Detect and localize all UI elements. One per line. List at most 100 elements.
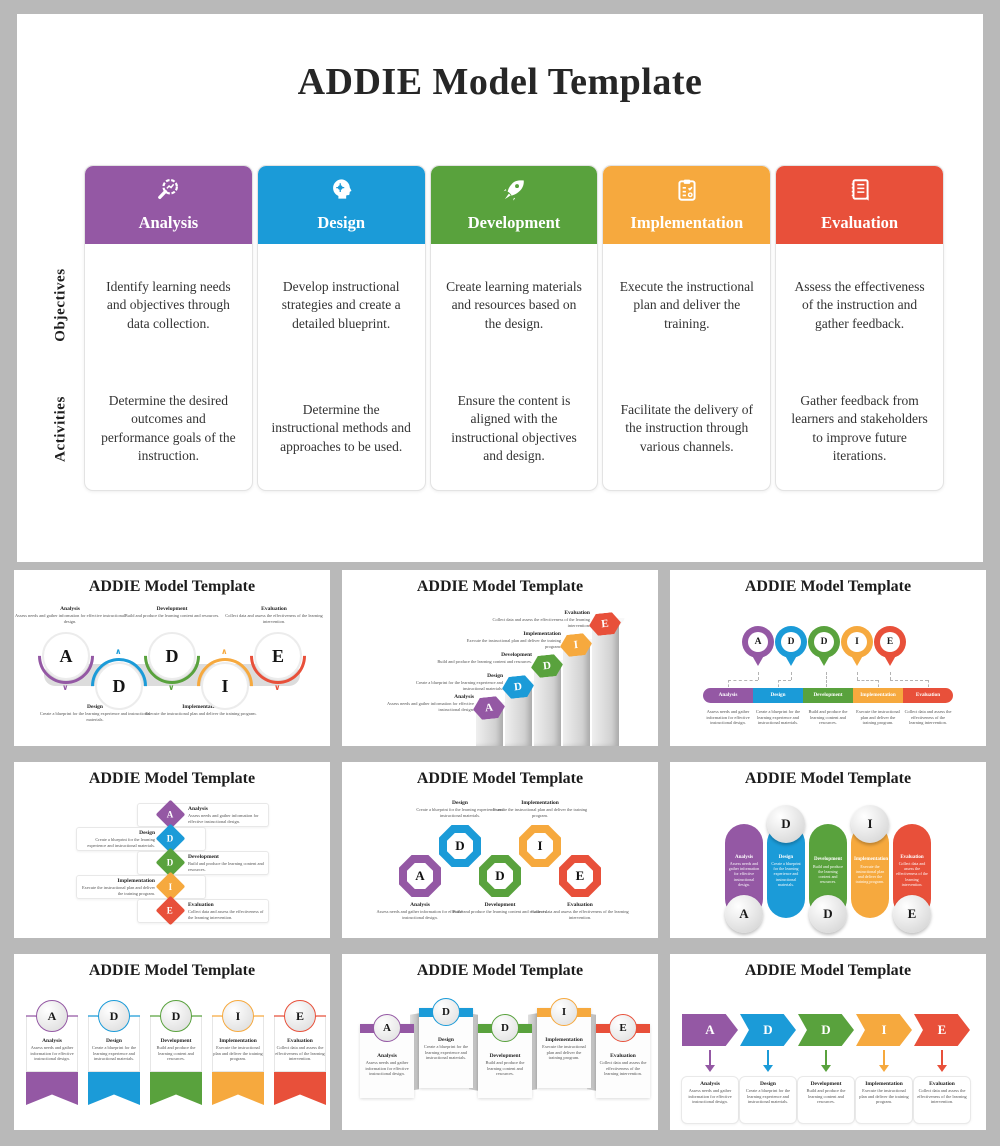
step-name: Implementation (219, 1038, 257, 1044)
step-name: Analysis (718, 692, 738, 698)
down-connector (825, 1050, 827, 1065)
bar-segment: Design (753, 688, 803, 703)
thumbnail-diamond-list[interactable]: ADDIE Model Template Analysis Assess nee… (14, 762, 330, 938)
step-letter: D (442, 1006, 450, 1018)
step-octagon: I (519, 825, 561, 867)
step-desc: Collect data and assess the effectivenes… (904, 709, 952, 726)
step-card: Analysis Assess needs and gather informa… (681, 1076, 739, 1124)
step-letter: I (235, 1008, 241, 1023)
step-letter-circle: D (767, 805, 805, 843)
step-card: Evaluation Collect data and assess the e… (913, 1076, 971, 1124)
ribbon-flag (274, 1072, 326, 1105)
step-desc: Create a blueprint for the learning expe… (39, 710, 151, 722)
thumbnail-linked-circles[interactable]: ADDIE Model Template Analysis Assess nee… (14, 570, 330, 746)
bar-segment: Development (803, 688, 853, 703)
step-desc: Create a blueprint for the learning expe… (423, 1043, 469, 1061)
thumb-title: ADDIE Model Template (88, 770, 256, 787)
step-desc: Build and produce the learning content a… (452, 908, 548, 914)
step-desc: Collect data and assess the effectivenes… (531, 908, 629, 920)
activity-text: Gather feedback from learners and stakeh… (791, 393, 928, 463)
report-notes-icon (847, 177, 873, 208)
step-letter: A (47, 1008, 57, 1023)
step-name: Implementation (523, 631, 561, 637)
chevron-up-icon: ∧ (115, 647, 122, 656)
step-name: Analysis (42, 1038, 62, 1044)
step-name: Analysis (377, 1053, 397, 1059)
step-card: Implementation Execute the instructional… (76, 875, 206, 899)
step-letter: D (495, 868, 505, 883)
thumb-title: ADDIE Model Template (416, 770, 584, 787)
activity-text: Ensure the content is aligned with the i… (451, 393, 577, 463)
step-card: Development Build and produce the learni… (797, 1076, 855, 1124)
thumbnail-pills[interactable]: ADDIE Model Template Analysis Assess nee… (670, 762, 986, 938)
objective-text: Assess the effectiveness of the instruct… (794, 279, 925, 331)
step-letter: D (763, 1022, 773, 1037)
step-letter: I (168, 881, 173, 892)
column-analysis: Analysis Identify learning needs and obj… (84, 165, 253, 491)
step-label: Design Create a blueprint for the learni… (398, 673, 503, 691)
ribbon-flag (150, 1072, 202, 1105)
thumbnail-arrows[interactable]: ADDIE Model Template A D D I E Analysis … (670, 954, 986, 1130)
step-label: Analysis Assess needs and gather informa… (14, 606, 126, 624)
step-name: Evaluation (567, 902, 593, 908)
thumbnail-map-pins[interactable]: ADDIE Model Template A D D I E Analysis … (670, 570, 986, 746)
step-name: Analysis (410, 902, 430, 908)
activity-text: Facilitate the delivery of the instructi… (620, 402, 753, 454)
step-label: Evaluation Collect data and assess the e… (218, 606, 330, 624)
down-arrow-icon (821, 1065, 831, 1077)
step-name: Analysis (700, 1081, 720, 1087)
step-letter: E (575, 868, 585, 883)
connector-line (826, 672, 827, 687)
step-octagon: D (479, 855, 521, 897)
thumb-title: ADDIE Model Template (416, 962, 584, 979)
step-letter-circle: A (725, 895, 763, 933)
thumb-title: ADDIE Model Template (416, 578, 584, 595)
step-name: Design (487, 673, 503, 679)
step-letter: I (867, 816, 873, 831)
step-letter: D (823, 906, 833, 921)
step-label: Analysis Assess needs and gather informa… (369, 694, 474, 712)
step-letter: D (820, 637, 828, 647)
step-name: Analysis (60, 606, 80, 612)
thumbnail-banners[interactable]: ADDIE Model Template Analysis Assess nee… (14, 954, 330, 1130)
map-pin: A (742, 626, 774, 672)
step-desc: Assess needs and gather information for … (387, 700, 474, 712)
rocket-icon (501, 177, 527, 208)
step-letter-circle: E (893, 895, 931, 933)
step-name: Implementation (860, 692, 896, 698)
stair-column (563, 645, 590, 746)
step-letter-circle: D (160, 1000, 192, 1032)
column-title: Design (317, 213, 366, 232)
step-desc: Create a blueprint for the learning expe… (91, 1044, 137, 1062)
step-name: Implementation (182, 704, 220, 710)
step-letter-circle: D (432, 998, 460, 1026)
connector-line (890, 680, 928, 681)
step-label: Design Create a blueprint for the learni… (39, 704, 151, 722)
step-label: Analysis Assess needs and gather informa… (365, 902, 475, 920)
step-letter: D (112, 675, 126, 696)
down-arrow-icon (879, 1065, 889, 1077)
step-desc: Execute the instructional plan and deliv… (492, 806, 588, 818)
step-letter: A (383, 1022, 391, 1034)
step-desc: Collect data and assess the effectivenes… (599, 1059, 647, 1077)
stair-column (534, 666, 561, 746)
chevron-down-icon: ∨ (62, 683, 69, 692)
step-name: Analysis (188, 806, 208, 812)
column-header: Development (430, 166, 598, 244)
step-name: Development (813, 692, 843, 698)
step-desc: Assess needs and gather information for … (365, 1059, 409, 1077)
step-name: Design (87, 704, 103, 710)
activity-text: Determine the instructional methods and … (271, 402, 411, 454)
thumbnail-octagons[interactable]: ADDIE Model Template Design Create a blu… (342, 762, 658, 938)
step-desc: Build and produce the learning content a… (485, 1059, 525, 1077)
down-connector (767, 1050, 769, 1065)
step-letter: D (455, 838, 465, 853)
thumbnail-zigzag-fold[interactable]: ADDIE Model Template A Analysis Assess n… (342, 954, 658, 1130)
step-circle: I (201, 662, 249, 710)
step-label: Design Create a blueprint for the learni… (405, 800, 515, 818)
column-header: Design (257, 166, 425, 244)
thumbnail-stairs[interactable]: ADDIE Model Template A D D I E Analysis … (342, 570, 658, 746)
step-desc: Build and produce the learning content a… (812, 863, 844, 885)
step-letter-circle: D (98, 1000, 130, 1032)
thumb-title: ADDIE Model Template (744, 770, 912, 787)
